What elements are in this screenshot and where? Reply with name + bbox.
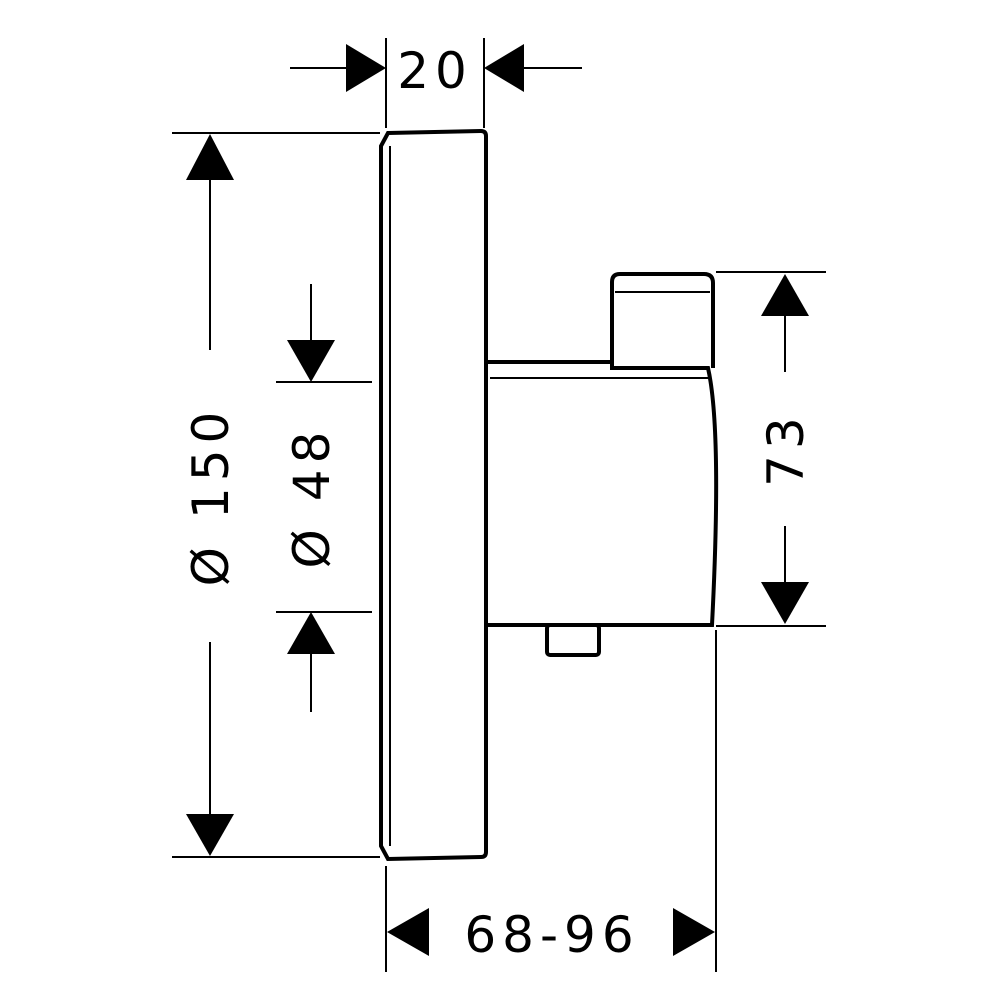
handle: [610, 272, 715, 368]
arrow-down-icon: [761, 582, 809, 624]
dimension-outer-diameter: Ø 150: [182, 134, 240, 856]
dimension-bottom-range: 68-96: [387, 906, 715, 964]
dimension-right-height: 73: [757, 274, 815, 624]
arrow-right-icon: [346, 44, 386, 92]
arrow-up-icon: [287, 612, 335, 654]
dimension-label-top: 20: [397, 42, 473, 100]
arrow-down-icon: [186, 814, 234, 856]
arrow-up-icon: [761, 274, 809, 316]
valve-body: [486, 360, 719, 627]
wall-plate: [379, 128, 488, 862]
arrow-left-icon: [387, 908, 429, 956]
dimension-label-outer-diameter: Ø 150: [182, 406, 240, 587]
dimension-label-bottom: 68-96: [464, 906, 639, 964]
dimension-label-inner-diameter: Ø 48: [283, 426, 341, 569]
bottom-stud: [545, 623, 601, 657]
dimension-top-depth: 20: [290, 42, 582, 100]
dimension-label-right-height: 73: [757, 411, 815, 487]
dimension-inner-diameter: Ø 48: [283, 284, 341, 712]
arrow-up-icon: [186, 134, 234, 180]
extension-lines: [172, 38, 826, 972]
product-outline: [379, 128, 719, 862]
arrow-down-icon: [287, 340, 335, 382]
arrow-right-icon: [673, 908, 715, 956]
arrow-left-icon: [484, 44, 524, 92]
